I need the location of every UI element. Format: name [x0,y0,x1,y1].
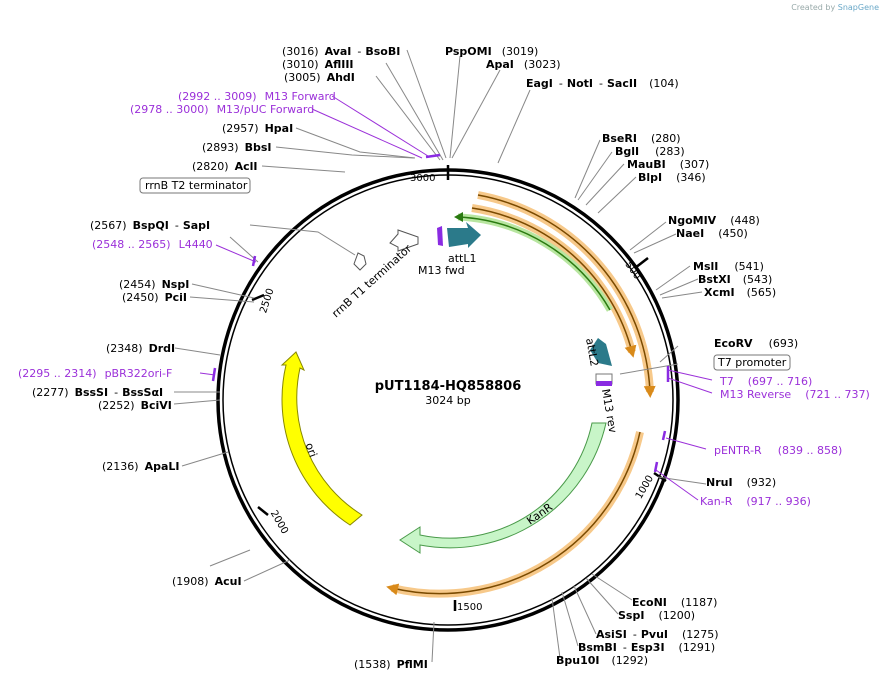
m13fwd-label: M13 fwd [418,264,465,277]
site-bbsi: (2893)BbsI [202,141,271,154]
svg-text:T7 promoter: T7 promoter [717,356,787,369]
site-bspqi: (2567)BspQI-SapI [90,219,210,232]
site-ecorv: EcoRV(693) [714,337,798,350]
site-pspomi: PspOMI(3019) [445,45,538,58]
site-econi: EcoNI(1187) [632,596,717,609]
site-nspi: (2454)NspI [119,278,189,291]
kanr-feature: KanR [399,422,607,554]
site-apali: (2136)ApaLI [102,460,180,473]
site-sspi: SspI(1200) [618,609,695,622]
site-eagi: EagI-NotI-SacII(104) [526,77,679,90]
primer-m13-reverse: M13 Reverse(721 .. 737) [720,388,870,401]
site-pflmi: (1538)PflMI [354,658,428,671]
tick-2500: 2500 [258,287,276,315]
attl2-feature: attL2 M13 rev [583,337,619,434]
box-t7-promoter: T7 promoter [713,354,791,371]
primer-kan-r: Kan-R(917 .. 936) [700,495,811,508]
site-maubi: MauBI(307) [627,158,709,171]
site-drdi: (2348)DrdI [106,342,175,355]
site-asisi: AsiSI-PvuI(1275) [596,628,719,641]
primer-pentr-r: pENTR-R(839 .. 858) [714,444,842,457]
green-arc [454,212,614,312]
attl1-feature: attL1 M13 fwd [418,222,481,277]
site-hpai: (2957)HpaI [222,122,293,135]
site-bseri: BseRI(280) [602,132,681,145]
primer-t7: T7(697 .. 716) [719,375,812,388]
leader-lines [173,49,707,663]
site-blpi: BlpI(346) [638,171,706,184]
site-ahdi: (3005)AhdI [284,71,355,84]
site-bgli: BglI(283) [615,145,685,158]
primer-lines [199,95,713,501]
site-apai: ApaI(3023) [486,58,560,71]
ori-label: ori [303,441,320,459]
primer-m13-forward: (2992 .. 3009)M13 Forward [178,90,336,103]
primers: (2992 .. 3009)M13 Forward (2978 .. 3000)… [18,90,870,508]
site-pcii: (2450)PciI [122,291,187,304]
rrnb-t1-feature: rrnB T1 terminator [329,229,419,320]
site-ngomiv: NgoMIV(448) [668,214,760,227]
site-bstxi: BstXI(543) [698,273,772,286]
ori-feature: ori [280,351,363,526]
primer-m13-puc-forward: (2978 .. 3000)M13/pUC Forward [130,103,314,116]
tick-1000: 1000 [634,474,656,502]
site-bcivi: (2252)BciVI [98,399,172,412]
tick-3000: 3000 [410,173,435,184]
primer-l4440: (2548 .. 2565)L4440 [92,238,213,251]
site-afliii: (3010)AflIII [282,58,354,71]
site-acui: (1908)AcuI [172,575,242,588]
site-acli: (2820)AclI [192,160,257,173]
credit-brand: SnapGene [837,3,879,12]
svg-text:rrnB T2 terminator: rrnB T2 terminator [145,179,248,192]
plasmid-size: 3024 bp [425,394,470,407]
tick-1500: 1500 [457,602,482,613]
credit-prefix: Created by [791,3,836,12]
attl1-label: attL1 [448,252,477,265]
site-msli: MslI(541) [693,260,764,273]
site-bpu10i: Bpu10I(1292) [556,654,648,667]
orange-arcs [386,191,656,598]
attl2-label: attL2 [583,337,601,367]
site-naei: NaeI(450) [676,227,748,240]
tick-2000: 2000 [268,509,290,537]
rrnb-t1-label: rrnB T1 terminator [329,242,414,320]
primer-pbr322ori-f: (2295 .. 2314)pBR322ori-F [18,367,172,380]
box-rrnb-t2: rrnB T2 terminator [139,177,251,194]
primer-marks [211,153,670,473]
credit: Created by SnapGene [791,3,879,12]
site-bsssi: (2277)BssSI-BssSαI [32,386,163,399]
plasmid-name: pUT1184-HQ858806 [375,379,522,394]
site-nrui: NruI(932) [706,476,776,489]
site-avai: (3016)AvaI-BsoBI [282,45,400,58]
sites-left: (3016)AvaI-BsoBI (3010)AflIII (3005)AhdI… [32,45,428,671]
site-bsmbi: BsmBI-Esp3I(1291) [578,641,715,654]
site-xcmi: XcmI(565) [704,286,776,299]
sites-right: PspOMI(3019) ApaI(3023) EagI-NotI-SacII(… [445,45,798,667]
